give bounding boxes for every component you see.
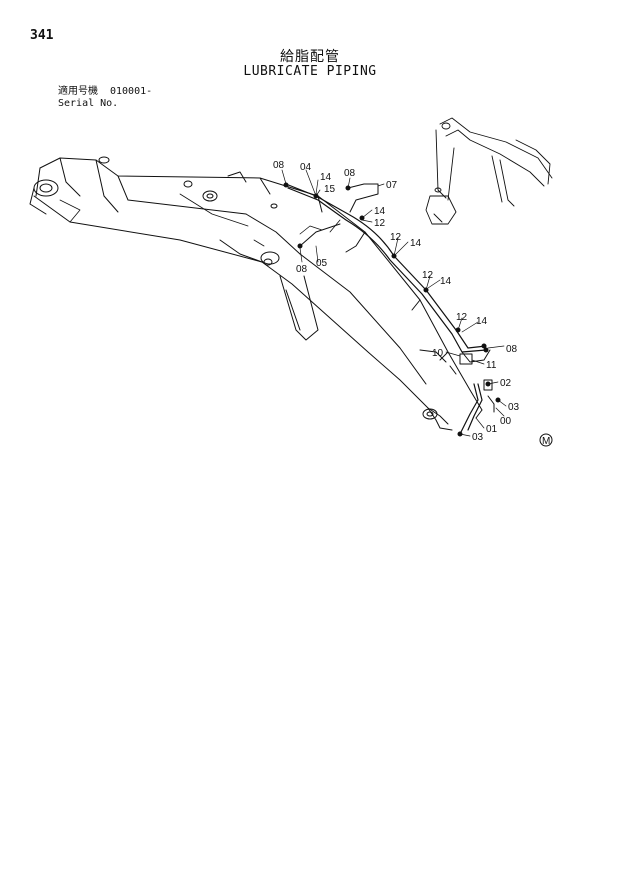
callout-05: 05: [316, 258, 328, 269]
boom-foot-boss: [29, 179, 59, 215]
callout-01: 01: [486, 424, 498, 435]
boom-cylinder: [279, 275, 319, 341]
callout-03: 03: [508, 402, 520, 413]
callout-15: 15: [324, 184, 336, 195]
callout-12: 12: [390, 232, 402, 243]
serial-applicability: 適用号機 010001- Serial No.: [58, 86, 164, 110]
callout-14: 14: [440, 276, 452, 287]
inset-machine-view: [425, 117, 553, 225]
callout-08: 08: [344, 168, 356, 179]
callout-03: 03: [472, 432, 484, 443]
lubrication-pipe: [285, 183, 495, 435]
serial-label-japanese: 適用号機: [58, 86, 98, 97]
serial-from: 010001-: [110, 86, 153, 97]
revision-marker: [539, 433, 553, 447]
callout-07: 07: [386, 180, 398, 191]
callout-14: 14: [476, 316, 488, 327]
callout-00: 00: [500, 416, 512, 427]
pipe-clamps: [283, 182, 501, 437]
callout-12: 12: [422, 270, 434, 281]
lubrication-block: [419, 349, 493, 391]
callout-labels: 08 04 14 15 08 07 14 12 12 14 08 05 12 1…: [273, 160, 550, 447]
callout-14: 14: [374, 206, 386, 217]
callout-11: 11: [486, 360, 497, 371]
serial-label: Serial No.: [58, 98, 119, 109]
callout-08: 08: [273, 160, 285, 171]
page-number: 341: [30, 28, 54, 43]
callout-02: 02: [500, 378, 512, 389]
page-title: LUBRICATE PIPING: [243, 64, 377, 79]
callout-04: 04: [300, 162, 312, 173]
callout-leaders: [281, 169, 507, 437]
callout-08: 08: [506, 344, 518, 355]
callout-12: 12: [456, 312, 468, 323]
boom-bosses: [98, 156, 438, 420]
boom-body: [33, 157, 483, 431]
boom-bracket: [179, 171, 341, 247]
callout-10: 10: [432, 348, 444, 359]
page-title-japanese: 給脂配管: [280, 49, 340, 65]
callout-12: 12: [374, 218, 386, 229]
revision-marker-label: M: [542, 436, 550, 447]
callout-14: 14: [320, 172, 332, 183]
callout-14: 14: [410, 238, 422, 249]
callout-08: 08: [296, 264, 308, 275]
